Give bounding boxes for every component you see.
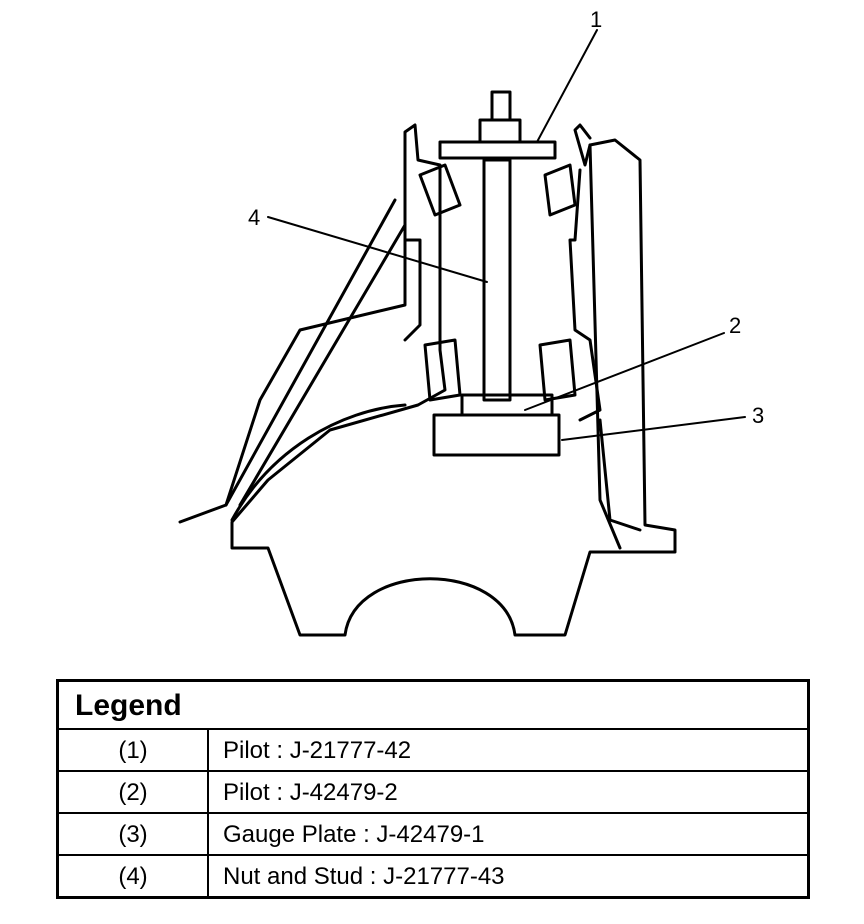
upper-bearing-right xyxy=(543,163,577,217)
legend-row-description: Pilot : J-42479-2 xyxy=(223,779,398,806)
legend-row-number: (2) xyxy=(59,772,209,812)
legend-row-number: (4) xyxy=(59,856,209,898)
housing-base xyxy=(178,123,677,637)
housing-outer-right xyxy=(588,143,622,550)
legend-row-number: (3) xyxy=(59,814,209,854)
leader-2 xyxy=(524,332,725,411)
legend-table: Legend (1) Pilot : J-21777-42 (2) Pilot … xyxy=(56,679,810,899)
legend-row: (3) Gauge Plate : J-42479-1 xyxy=(59,814,807,856)
leader-3 xyxy=(561,416,746,441)
legend-row: (4) Nut and Stud : J-21777-43 xyxy=(59,856,807,898)
legend-row: (1) Pilot : J-21777-42 xyxy=(59,730,807,772)
legend-row-description: Gauge Plate : J-42479-1 xyxy=(223,821,485,848)
pilot-1 xyxy=(438,140,557,160)
upper-bearing-left xyxy=(418,163,462,217)
legend-row-number: (1) xyxy=(59,730,209,770)
nut-stud-top xyxy=(490,90,512,122)
callout-4: 4 xyxy=(248,205,260,230)
gauge-plate xyxy=(432,413,561,457)
leader-1 xyxy=(536,29,598,143)
legend-title: Legend xyxy=(59,682,807,730)
housing-inner-right xyxy=(568,168,602,422)
housing-web-curve xyxy=(230,403,407,522)
legend-row-description: Nut and Stud : J-21777-43 xyxy=(223,863,505,890)
callout-3: 3 xyxy=(752,403,764,428)
legend-row: (2) Pilot : J-42479-2 xyxy=(59,772,807,814)
lower-bearing-right xyxy=(538,338,577,402)
housing-web-curve-2 xyxy=(598,418,642,532)
differential-housing-diagram: 1 2 3 4 xyxy=(178,7,764,637)
housing-rib-left-2 xyxy=(238,223,407,507)
housing-inner-left xyxy=(403,238,422,342)
callout-1: 1 xyxy=(590,7,602,32)
nut xyxy=(478,118,522,144)
stud xyxy=(482,158,512,402)
legend-row-description: Pilot : J-21777-42 xyxy=(223,737,412,764)
lower-bearing-left xyxy=(423,338,462,402)
housing-rib-left xyxy=(224,198,397,507)
callout-2: 2 xyxy=(729,313,741,338)
leader-4 xyxy=(267,216,488,283)
